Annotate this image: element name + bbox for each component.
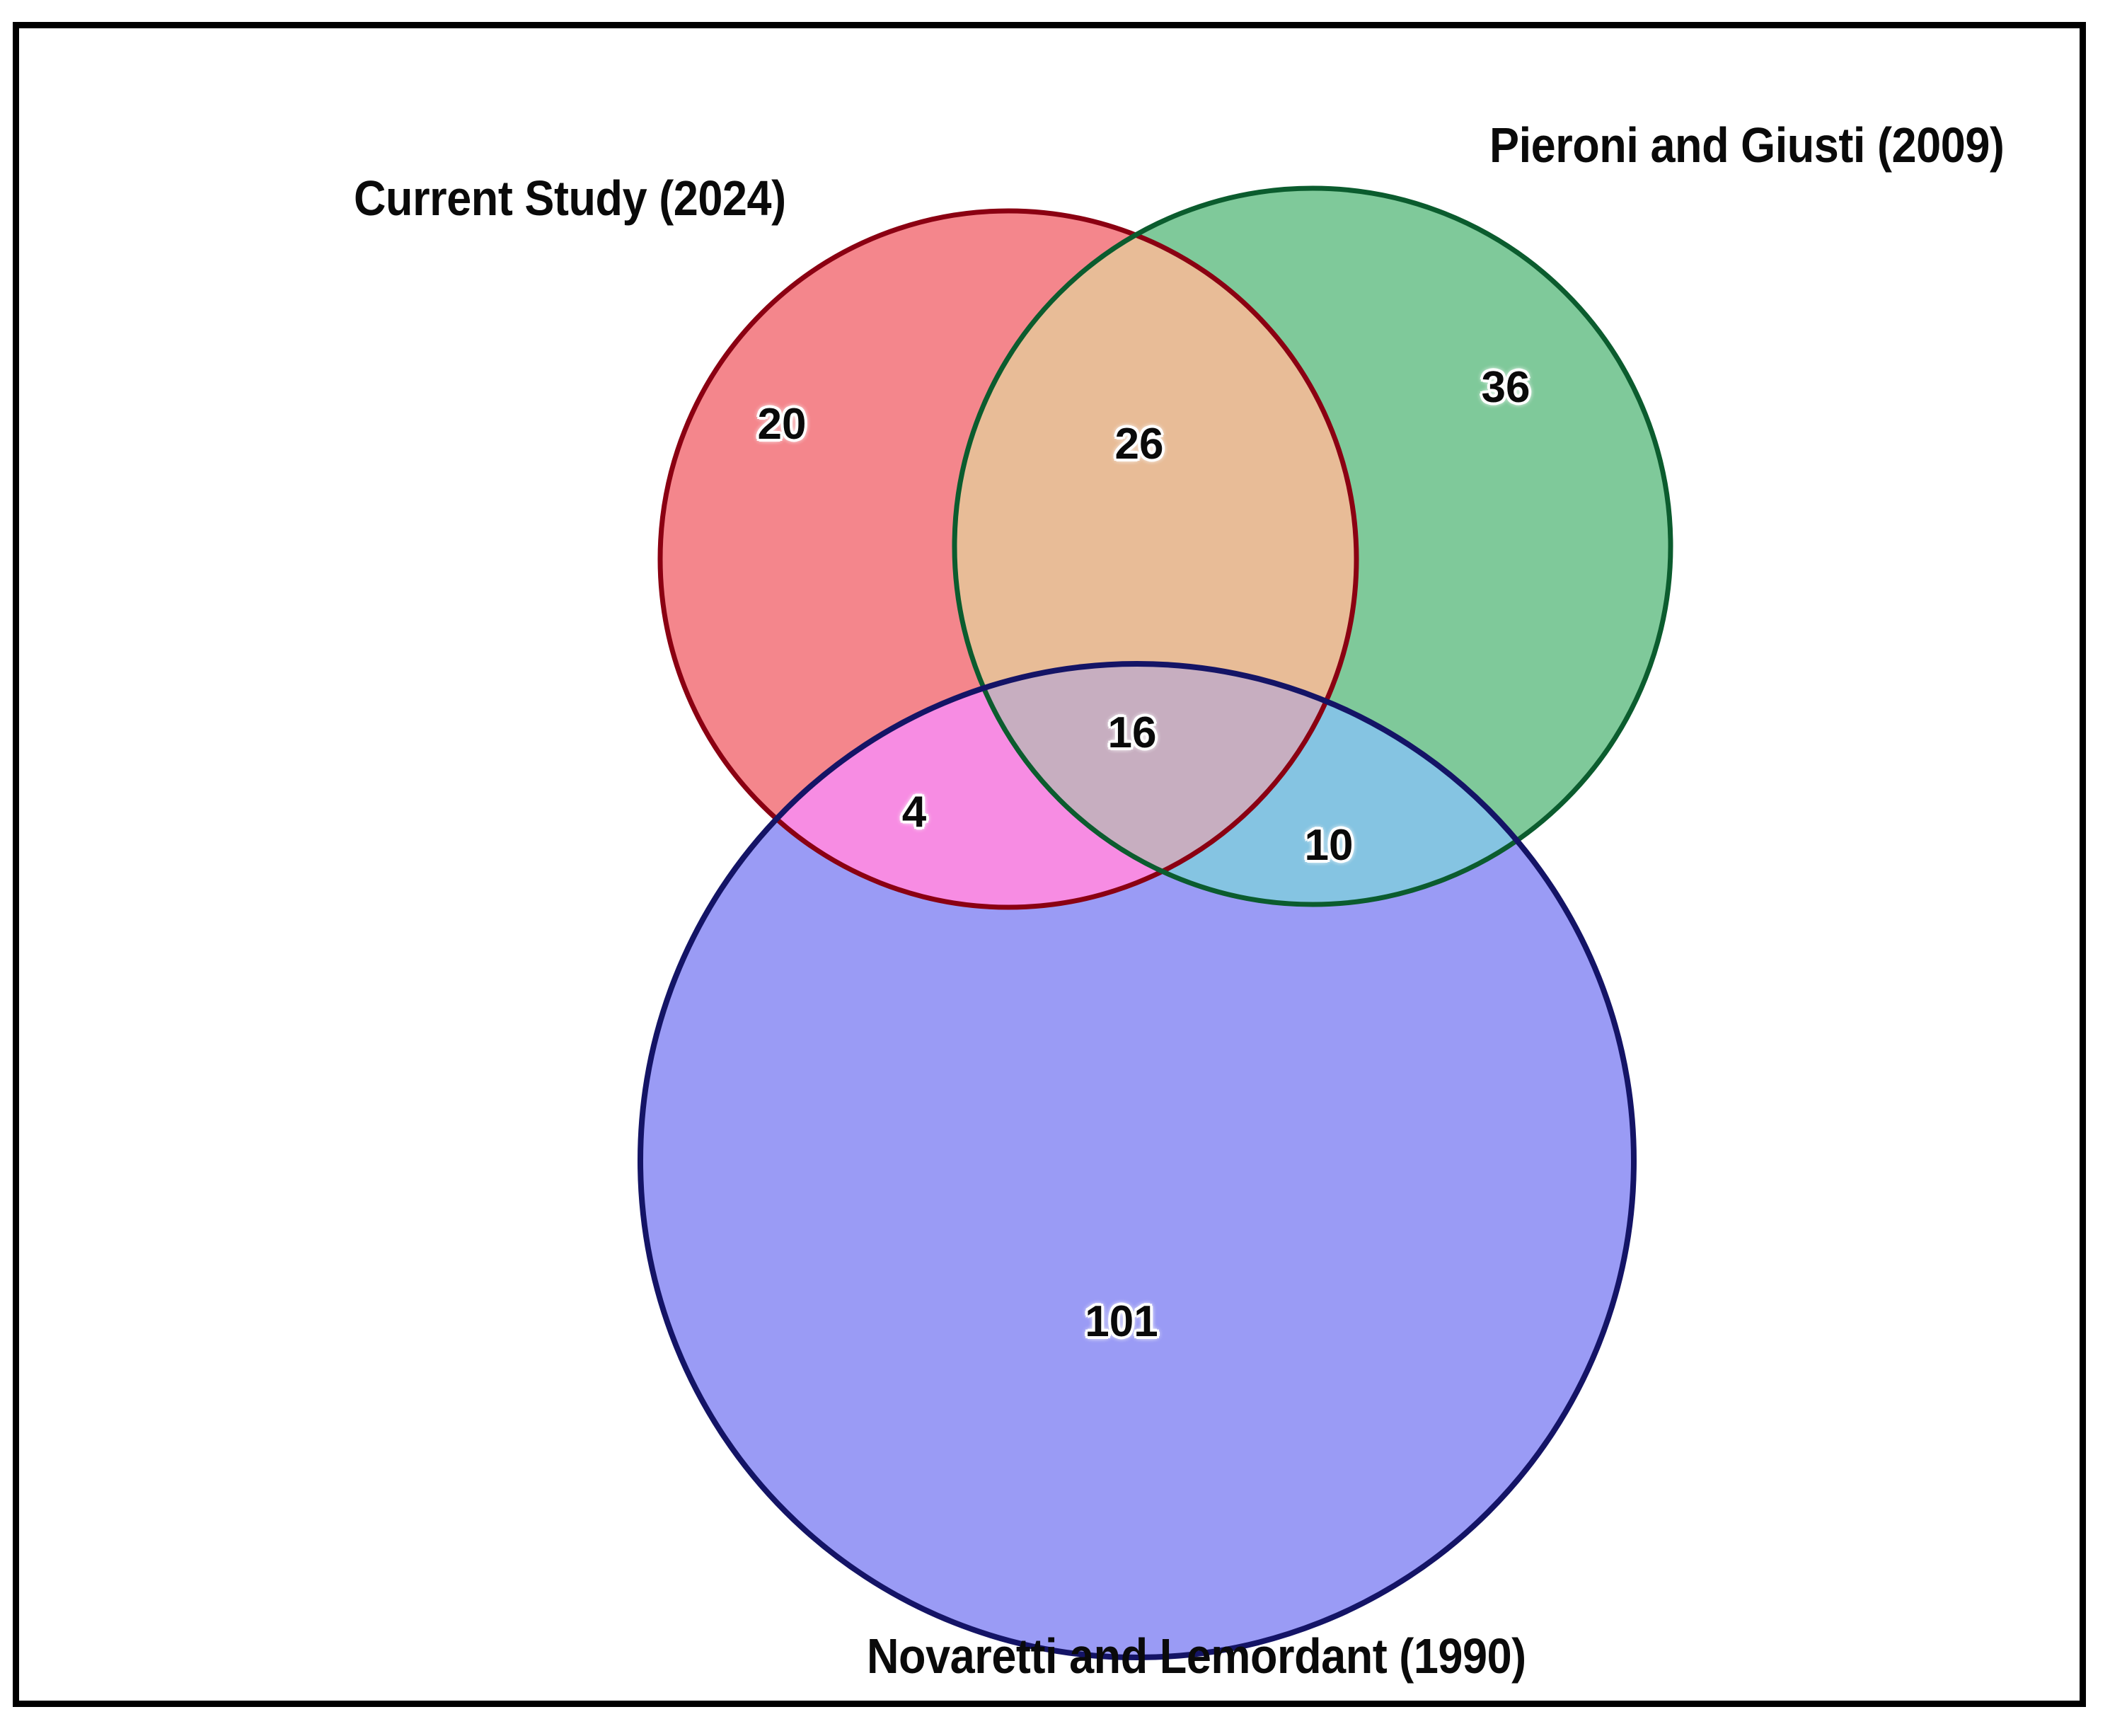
count-novaretti-only: 101 bbox=[1085, 1297, 1158, 1346]
set-label-pieroni-giusti: Pieroni and Giusti (2009) bbox=[1489, 117, 2005, 173]
count-current-study-and-pieroni: 26 bbox=[1114, 420, 1164, 469]
count-current-study-only: 20 bbox=[757, 400, 807, 449]
count-all-three: 16 bbox=[1107, 708, 1157, 757]
circle-outline-current-study bbox=[657, 208, 1359, 910]
count-pieroni-and-novaretti: 10 bbox=[1304, 821, 1354, 870]
count-current-study-and-novaretti: 4 bbox=[901, 788, 927, 837]
circle-outline-novaretti-lemordant bbox=[638, 661, 1637, 1660]
circle-novaretti-lemordant[interactable] bbox=[640, 664, 1634, 1657]
circle-outline-pieroni-giusti bbox=[952, 185, 1673, 907]
set-label-novaretti-lemordant: Novaretti and Lemordant (1990) bbox=[867, 1628, 1526, 1684]
set-label-current-study: Current Study (2024) bbox=[354, 171, 786, 226]
count-pieroni-only: 36 bbox=[1481, 363, 1530, 412]
